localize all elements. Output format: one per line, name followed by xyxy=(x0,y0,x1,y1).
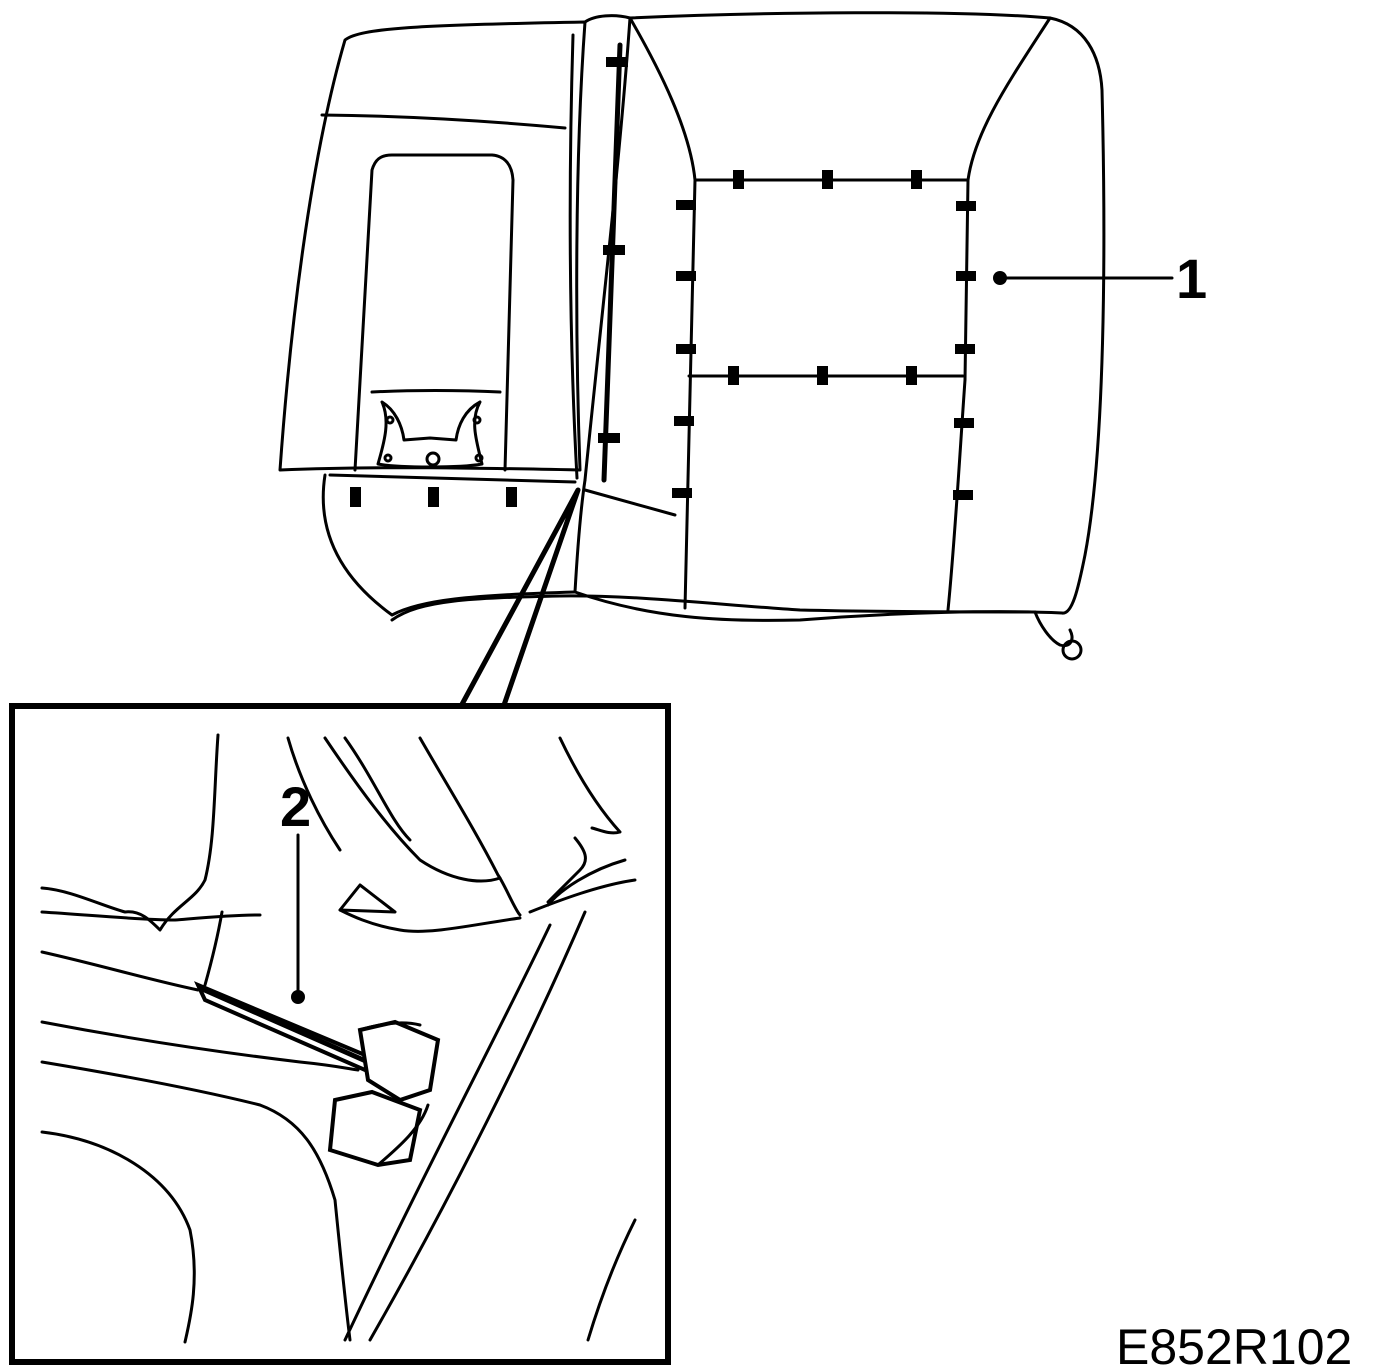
callout-1: 1 xyxy=(993,247,1207,310)
detail-inset: 2 xyxy=(9,487,671,1365)
callout-2: 2 xyxy=(280,775,311,1004)
callout-1-label: 1 xyxy=(1176,247,1207,310)
detail-line-art xyxy=(40,733,637,1344)
figure-code: E852R102 xyxy=(1116,1319,1352,1372)
seat-backrest xyxy=(278,11,1106,661)
callout-2-label: 2 xyxy=(280,775,311,838)
